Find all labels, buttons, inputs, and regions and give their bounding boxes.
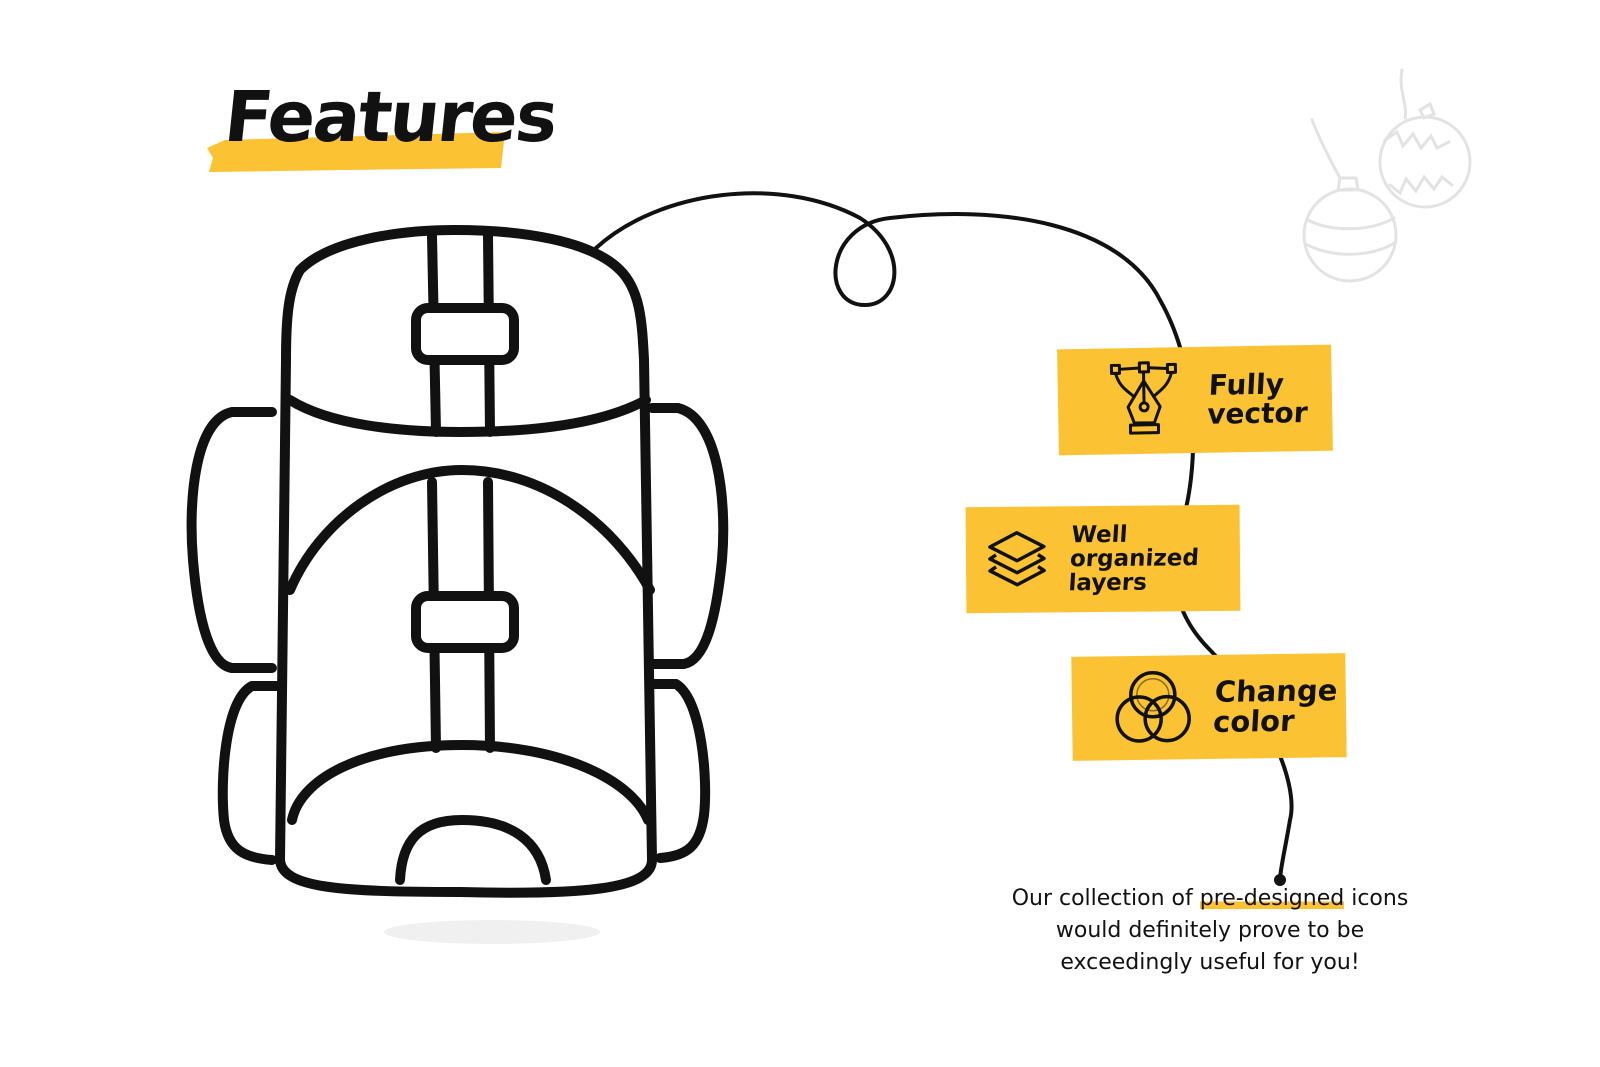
feature-card-vector: Fully vector bbox=[1057, 344, 1333, 456]
description-before: Our collection of bbox=[1011, 886, 1200, 911]
feature-label-color: Change color bbox=[1212, 672, 1339, 739]
title-highlight bbox=[207, 132, 505, 172]
description-after: icons would definitely prove to be excee… bbox=[1055, 886, 1409, 975]
description-text: Our collection of pre-designed icons wou… bbox=[990, 883, 1430, 979]
connector-dot bbox=[1274, 874, 1286, 886]
backpack-shadow bbox=[384, 920, 600, 944]
title-block: Features bbox=[205, 70, 560, 180]
description-highlight: pre-designed bbox=[1199, 886, 1345, 911]
pen-tool-icon bbox=[1109, 361, 1178, 435]
feature-label-vector: Fully vector bbox=[1206, 367, 1309, 431]
feature-label-layers: Well organized layers bbox=[1067, 521, 1200, 597]
color-circles-icon bbox=[1115, 671, 1191, 743]
layers-icon bbox=[988, 531, 1046, 587]
feature-card-color: Change color bbox=[1071, 653, 1347, 761]
feature-card-layers: Well organized layers bbox=[965, 504, 1241, 614]
